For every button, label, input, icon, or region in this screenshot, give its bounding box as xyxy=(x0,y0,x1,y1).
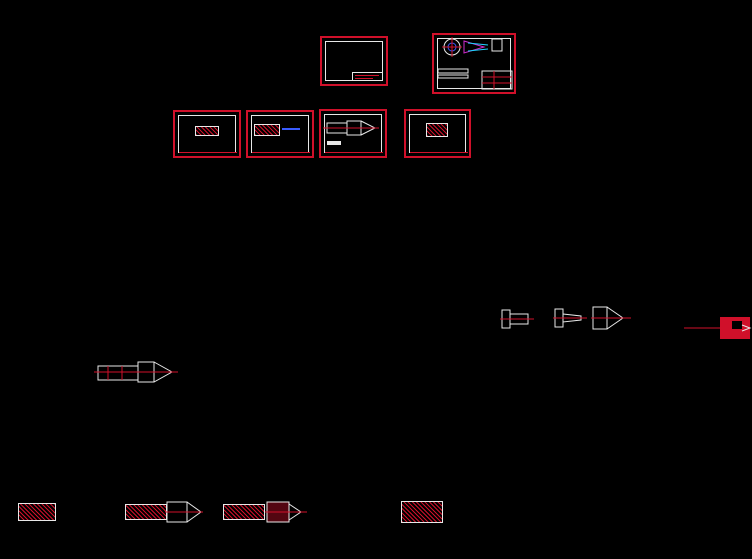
assembly-drawing xyxy=(437,37,513,90)
part-section xyxy=(195,126,219,136)
drawing-sheet-blank[interactable] xyxy=(320,36,388,86)
part-drawing xyxy=(323,120,379,145)
drawing-sheet-part-4[interactable] xyxy=(404,109,471,158)
sheet-border xyxy=(325,41,383,81)
title-strip xyxy=(252,152,310,153)
bottom-part-nozzle-b[interactable] xyxy=(265,500,307,524)
drawing-sheet-part-3[interactable] xyxy=(319,109,387,158)
bottom-section-1[interactable] xyxy=(18,503,56,521)
loose-part-red-body[interactable] xyxy=(684,315,752,341)
title-strip xyxy=(325,152,383,153)
part-section xyxy=(426,123,448,137)
bottom-section-4[interactable] xyxy=(401,501,443,523)
loose-part-nozzle[interactable] xyxy=(591,305,633,331)
bottom-section-3[interactable] xyxy=(223,504,265,520)
loose-part-pin-2[interactable] xyxy=(553,307,589,329)
loose-part-pin-1[interactable] xyxy=(500,308,536,330)
sheet-border xyxy=(437,38,511,89)
title-strip xyxy=(410,152,468,153)
drawing-sheet-part-1[interactable] xyxy=(173,110,241,158)
title-strip xyxy=(179,152,237,153)
loose-part-shaft[interactable] xyxy=(94,358,184,388)
drawing-sheet-assembly[interactable] xyxy=(432,33,516,94)
drawing-sheet-part-2[interactable] xyxy=(246,110,314,158)
bottom-section-2[interactable] xyxy=(125,504,167,520)
title-block xyxy=(352,72,383,81)
bottom-part-nozzle-a[interactable] xyxy=(165,500,205,524)
part-outline-blue xyxy=(282,128,300,130)
part-section xyxy=(254,124,280,136)
